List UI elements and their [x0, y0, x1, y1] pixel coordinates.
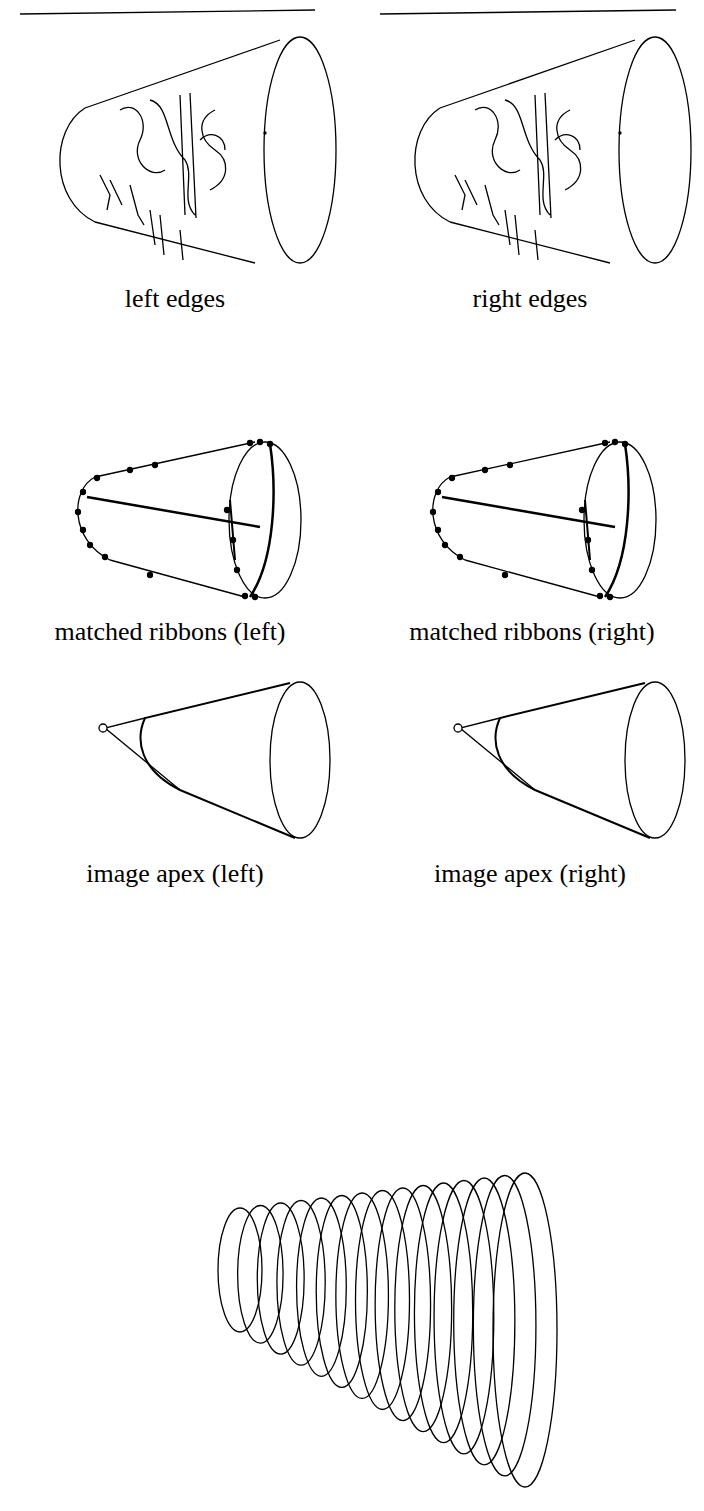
texture-edge — [455, 175, 538, 260]
sample-dot — [128, 468, 133, 473]
texture-edge — [200, 110, 226, 190]
ribbon-cone — [431, 440, 657, 600]
sample-dot — [253, 595, 258, 600]
noise-dot — [264, 132, 266, 134]
sample-dot — [148, 573, 153, 578]
sample-dot — [508, 463, 513, 468]
sample-dot — [258, 440, 263, 445]
cross-section-ellipse — [473, 1176, 536, 1476]
rim-ellipse — [229, 442, 301, 598]
sample-dot — [443, 543, 448, 548]
rim-ellipse — [625, 682, 685, 838]
sample-dot — [235, 568, 240, 573]
rim-ellipse — [584, 442, 656, 598]
contour-edge — [450, 222, 610, 263]
cross-section-ellipse — [493, 1173, 557, 1487]
cross-section-ellipse — [414, 1183, 472, 1443]
cross-section-ellipse — [454, 1178, 515, 1465]
texture-edge — [120, 93, 196, 218]
sample-dot — [153, 463, 158, 468]
cross-section-ellipse — [238, 1206, 283, 1344]
contour-line — [95, 442, 255, 477]
sample-dot — [225, 508, 230, 513]
sample-dot — [76, 510, 81, 515]
texture-edge — [555, 110, 581, 190]
cross-section-ellipse — [434, 1181, 494, 1454]
apex-cone — [454, 682, 685, 838]
ribbon-line — [250, 444, 273, 597]
cross-section-ellipse — [218, 1208, 262, 1332]
sample-dot — [231, 538, 236, 543]
panel-caption: matched ribbons (right) — [409, 618, 655, 647]
ribbon-line — [230, 500, 235, 560]
contour-edge — [85, 40, 280, 108]
sample-dot — [613, 440, 618, 445]
axis-line — [87, 497, 260, 527]
rule-line — [380, 10, 676, 14]
panel-caption: right edges — [473, 285, 588, 314]
apex-line — [105, 718, 180, 790]
sample-dot — [586, 538, 591, 543]
rule-line — [20, 10, 315, 14]
panel-caption: matched ribbons (left) — [54, 618, 285, 647]
panel-caption: left edges — [125, 285, 225, 314]
sample-dot — [590, 568, 595, 573]
sample-dot — [436, 528, 441, 533]
sample-dot — [623, 442, 628, 447]
panel-caption: image apex (left) — [86, 860, 264, 889]
contour-edge — [95, 222, 255, 263]
cone-outline — [141, 683, 295, 838]
ribbon-line — [585, 500, 590, 560]
contour-line — [78, 477, 110, 560]
panel-caption: image apex (right) — [434, 860, 626, 889]
sample-dot — [603, 441, 608, 446]
reconstructed-cone — [218, 1173, 557, 1487]
contour-edge — [415, 108, 450, 222]
apex-marker — [454, 724, 462, 732]
contour-edge — [440, 40, 635, 108]
contour-line — [450, 442, 610, 477]
sample-dot — [580, 508, 585, 513]
sample-dot — [243, 594, 248, 599]
sample-dot — [95, 476, 100, 481]
apex-cone — [99, 682, 330, 838]
sample-dot — [458, 555, 463, 560]
apex-line — [460, 718, 535, 790]
noise-dot — [619, 132, 621, 134]
ribbon-line — [605, 444, 628, 597]
sample-dot — [483, 468, 488, 473]
edge-map — [60, 37, 336, 263]
ribbon-cone — [76, 440, 302, 600]
sample-dot — [88, 543, 93, 548]
cone-outline — [496, 683, 650, 838]
sample-dot — [436, 490, 441, 495]
contour-edge — [60, 108, 95, 222]
sample-dot — [81, 528, 86, 533]
cross-section-ellipse — [336, 1193, 389, 1398]
apex-marker — [99, 724, 107, 732]
sample-dot — [608, 595, 613, 600]
sample-dot — [81, 490, 86, 495]
contour-line — [110, 560, 245, 597]
texture-edge — [475, 93, 551, 218]
sample-dot — [431, 510, 436, 515]
sample-dot — [598, 594, 603, 599]
sample-dot — [103, 555, 108, 560]
rim-ellipse — [270, 682, 330, 838]
sample-dot — [503, 573, 508, 578]
sample-dot — [450, 476, 455, 481]
texture-edge — [100, 175, 183, 260]
axis-line — [442, 497, 615, 527]
contour-line — [465, 560, 600, 597]
rim-edge — [619, 37, 691, 263]
rim-edge — [264, 37, 336, 263]
sample-dot — [268, 442, 273, 447]
contour-line — [433, 477, 465, 560]
sample-dot — [248, 441, 253, 446]
edge-map — [415, 37, 691, 263]
